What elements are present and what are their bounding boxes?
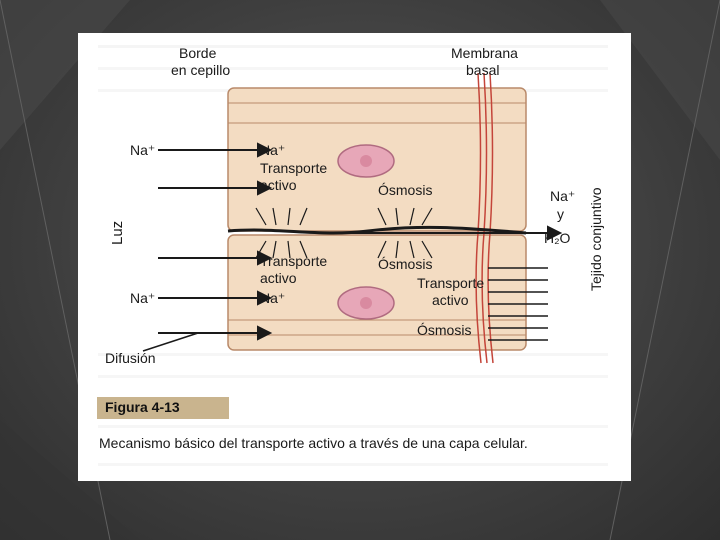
figure-card: Borde en cepillo Membrana basal Luz Teji… xyxy=(78,33,631,481)
label-transporte-right-2: activo xyxy=(432,292,469,308)
label-osmosis-top: Ósmosis xyxy=(378,182,432,198)
label-transporte-top-1: Transporte xyxy=(260,160,327,176)
label-na-left-bottom: Na⁺ xyxy=(130,290,155,306)
figure-label: Figura 4-13 xyxy=(105,399,180,415)
label-borde-1: Borde xyxy=(179,45,217,61)
label-transporte-right-1: Transporte xyxy=(417,275,484,291)
label-tejido: Tejido conjuntivo xyxy=(588,187,604,291)
label-na-y-h2o-2: y xyxy=(557,206,564,222)
label-borde-2: en cepillo xyxy=(171,62,230,78)
label-membrana-2: basal xyxy=(466,62,499,78)
label-luz: Luz xyxy=(109,221,126,245)
label-na-bottom-inner: Na⁺ xyxy=(260,290,285,306)
cell-layer xyxy=(228,73,526,363)
label-na-top-inner: Na⁺ xyxy=(260,142,285,158)
difusion-pointer xyxy=(143,333,198,351)
label-transporte-mid-2: activo xyxy=(260,270,297,286)
label-na-y-h2o-1: Na⁺ xyxy=(550,188,575,204)
label-transporte-mid-1: Transporte xyxy=(260,253,327,269)
label-osmosis-right: Ósmosis xyxy=(417,322,471,338)
label-difusion: Difusión xyxy=(105,350,156,366)
label-na-left-top: Na⁺ xyxy=(130,142,155,158)
figure-caption: Mecanismo básico del transporte activo a… xyxy=(99,435,528,451)
label-membrana-1: Membrana xyxy=(451,45,518,61)
label-transporte-top-2: activo xyxy=(260,177,297,193)
label-na-y-h2o-3: H₂O xyxy=(544,230,571,246)
label-osmosis-mid: Ósmosis xyxy=(378,256,432,272)
